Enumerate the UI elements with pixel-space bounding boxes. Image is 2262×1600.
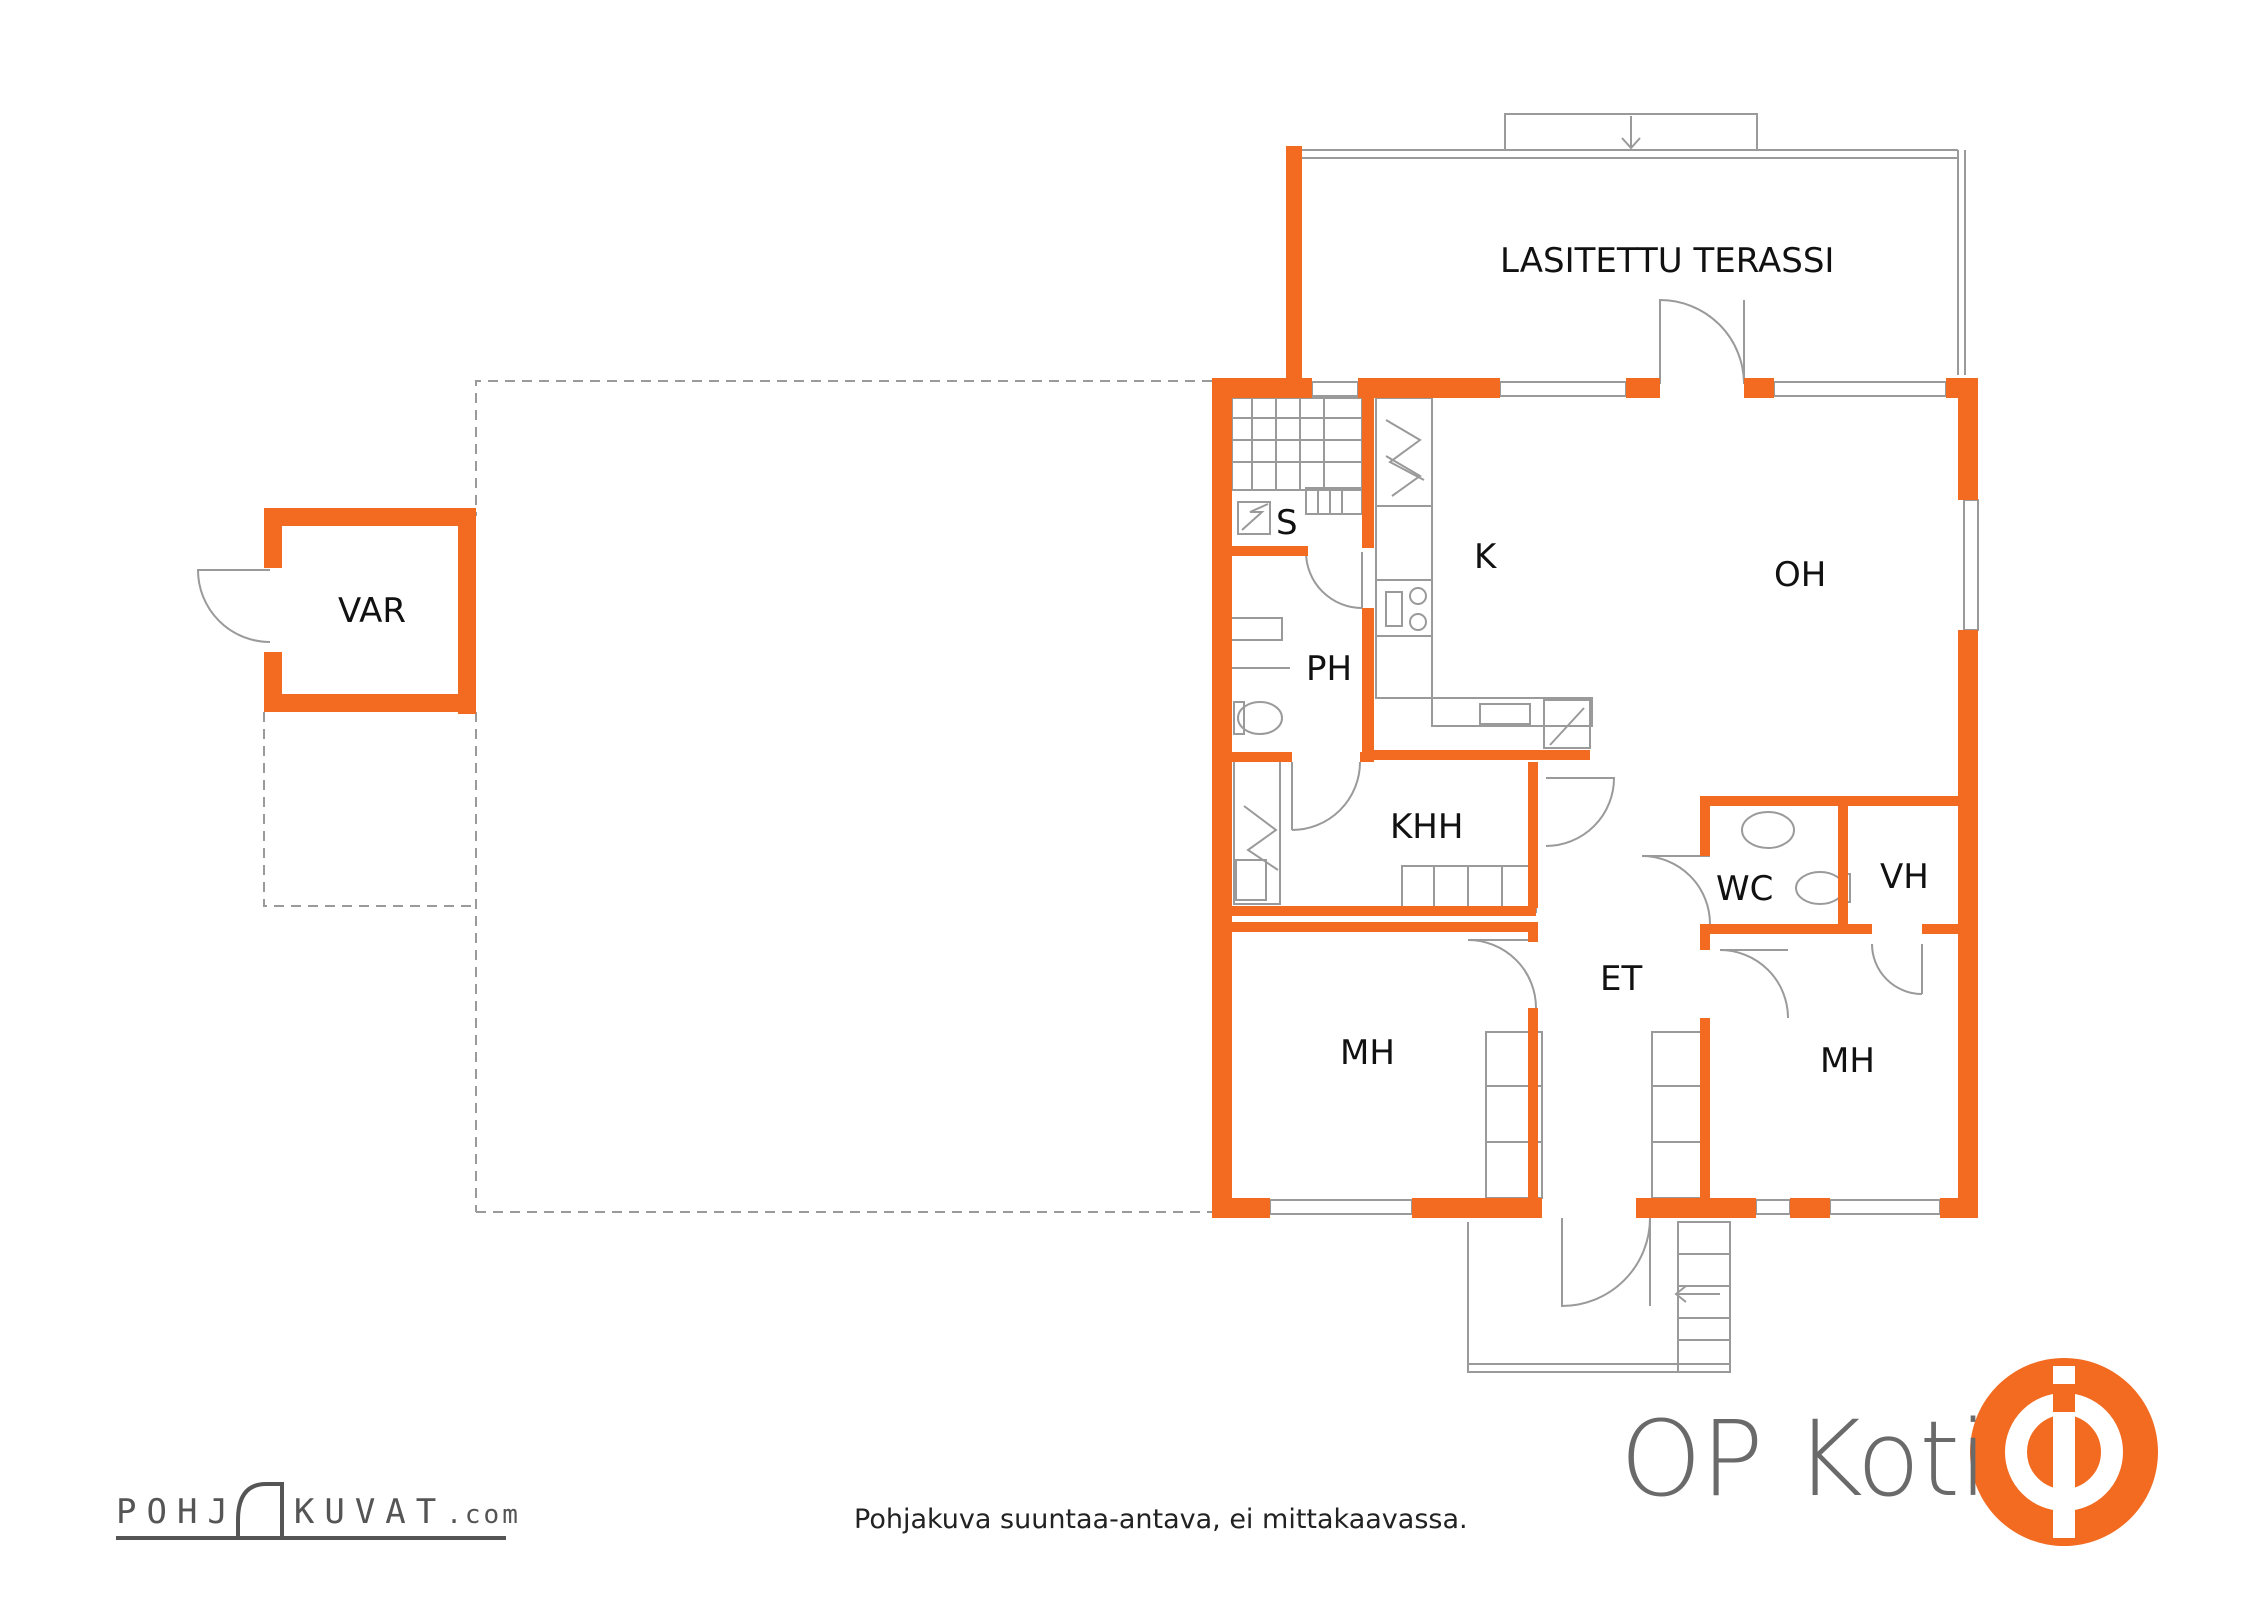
room-label-hall: ET <box>1600 959 1642 999</box>
logo-part-right: KUVAT <box>293 1492 447 1532</box>
pohjakuvat-logo: POHJ KUVAT.com <box>116 1492 521 1532</box>
room-label-bedroom-left: MH <box>1340 1033 1395 1073</box>
room-label-bedroom-right: MH <box>1820 1041 1875 1081</box>
brand-name: OP Koti <box>1620 1398 1988 1520</box>
op-logo-icon <box>1970 1358 2158 1546</box>
pohjakuvat-mark-icon <box>236 1482 284 1536</box>
logo-underline <box>116 1536 506 1540</box>
room-label-kitchen: K <box>1474 537 1498 577</box>
room-labels: LASITETTU TERASSI VAR S K OH PH KHH WC V… <box>338 241 1929 1081</box>
room-label-terrace: LASITETTU TERASSI <box>1500 241 1834 281</box>
dashed-outline <box>263 380 1212 1213</box>
logo-domain: .com <box>446 1500 521 1530</box>
room-label-living: OH <box>1774 555 1826 595</box>
room-label-closet: VH <box>1880 857 1929 897</box>
detail-lines <box>196 113 1979 1373</box>
room-label-sauna: S <box>1276 503 1298 543</box>
room-label-utility: KHH <box>1390 807 1463 847</box>
room-label-bathroom: PH <box>1306 649 1352 689</box>
walls <box>264 146 1978 1218</box>
room-label-wc: WC <box>1716 869 1773 909</box>
logo-part-left: POHJ <box>116 1492 238 1532</box>
room-label-var: VAR <box>338 591 406 631</box>
disclaimer-text: Pohjakuva suuntaa-antava, ei mittakaavas… <box>854 1504 1468 1535</box>
